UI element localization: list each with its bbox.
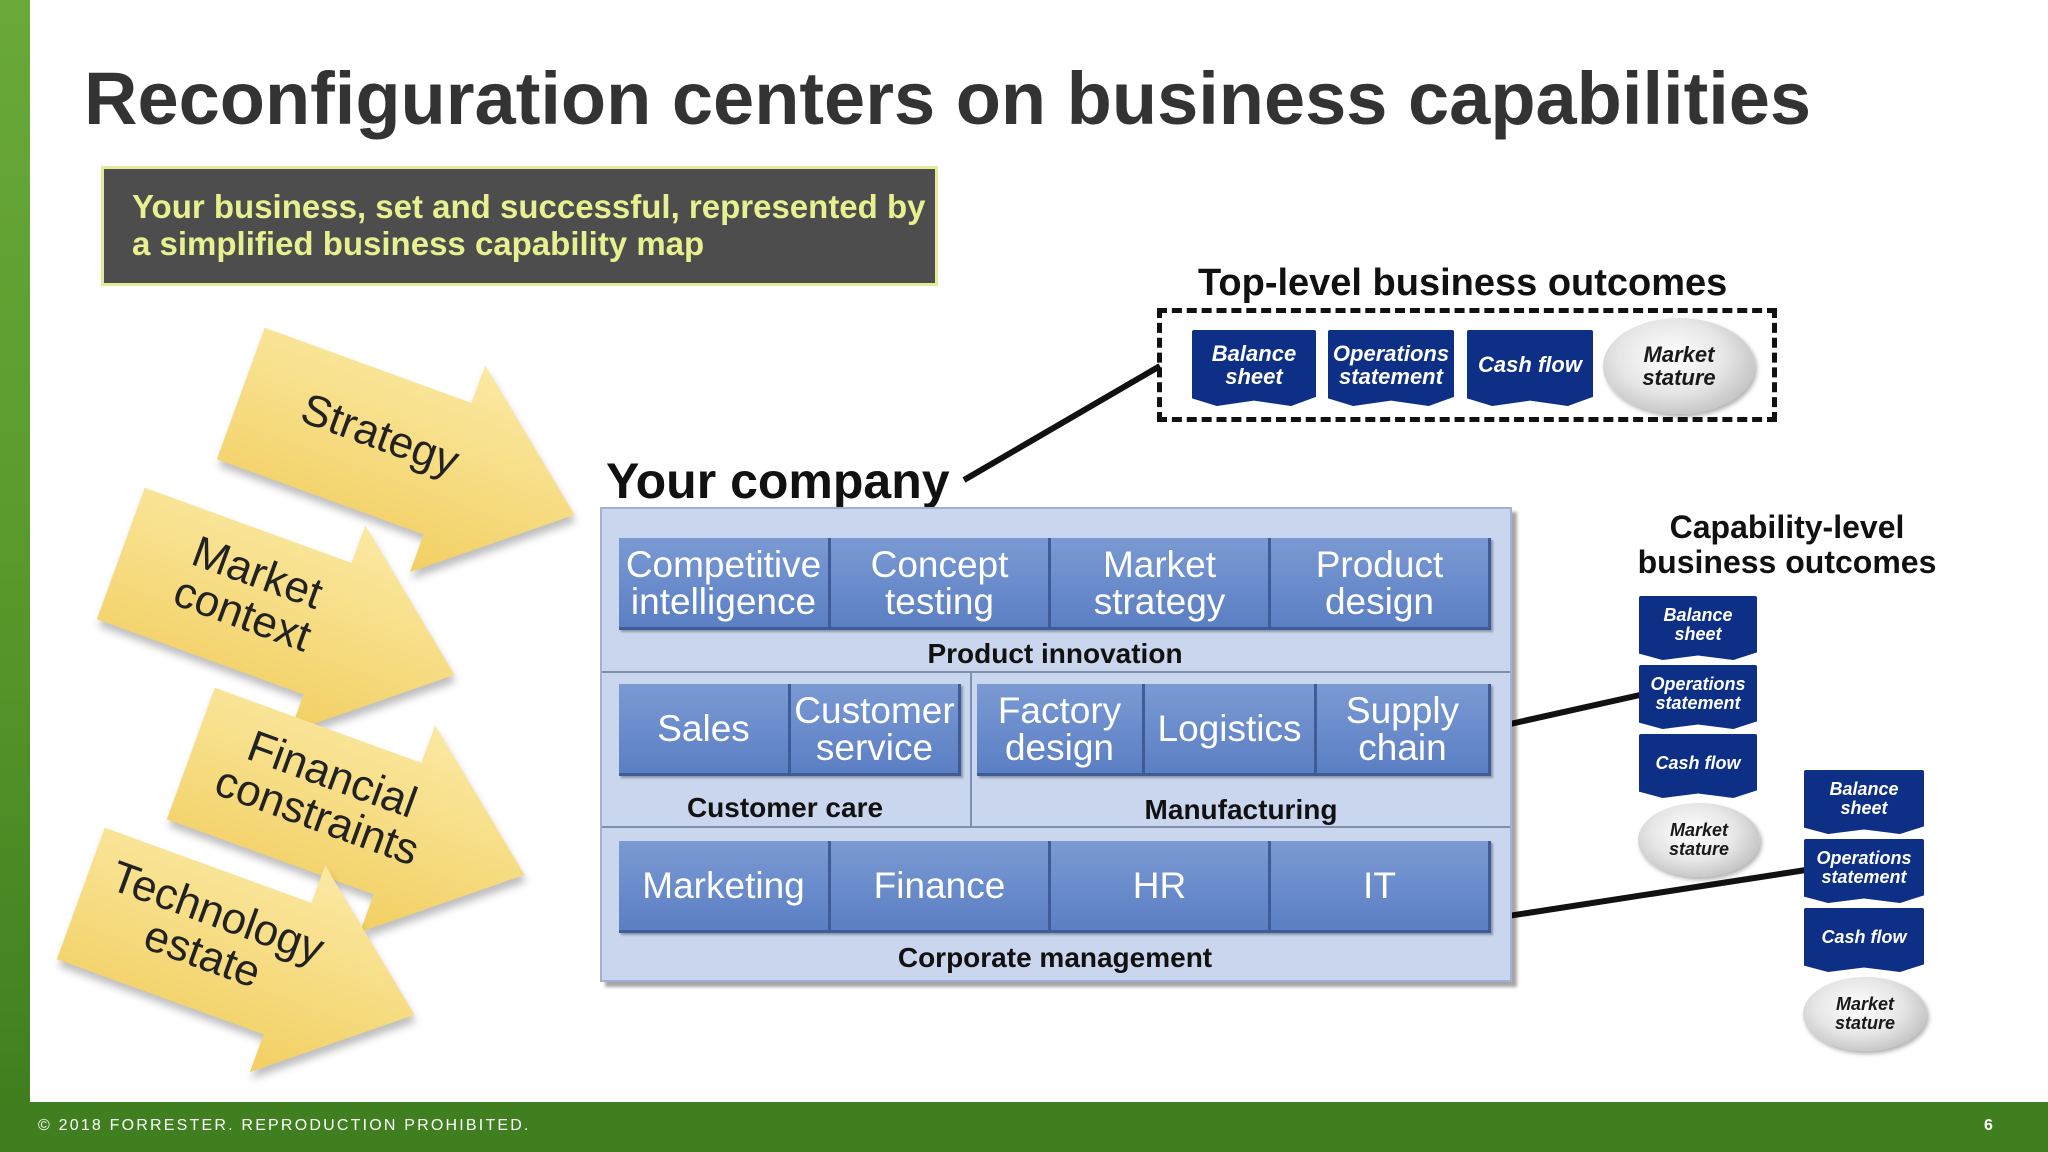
arrow-technology-estate: Technology estate: [43, 790, 457, 1120]
doc-line1: Balance: [1211, 340, 1297, 366]
title-line1: Capability-level: [1669, 509, 1905, 545]
cap-line1: Market: [1102, 543, 1217, 585]
cap-hr: HR: [1051, 841, 1271, 933]
top-outcomes-title: Top-level business outcomes: [1198, 262, 1728, 304]
cap-finance: Finance: [831, 841, 1051, 933]
row-divider: [602, 671, 1510, 673]
group-label-manufacturing: Manufacturing: [1144, 794, 1338, 825]
arrow-shape: [166, 687, 525, 933]
cloud-line1: Market: [1643, 341, 1715, 367]
cap-line1: HR: [1132, 865, 1187, 906]
company-title: Your company: [606, 453, 950, 509]
connector-supply-chain-to-outcomes: [1491, 692, 1641, 731]
doc-line2: statement: [1339, 364, 1443, 389]
cap-sales: Sales: [619, 684, 791, 776]
page-number: 6: [1984, 1117, 1993, 1134]
doc-line2: statement: [1821, 867, 1907, 887]
callout-box: [101, 166, 938, 286]
slide-title: Reconfiguration centers on business capa…: [84, 57, 1812, 140]
arrow-financial-constraints: Financial constraints: [153, 650, 567, 980]
cap-marketing: Marketing: [619, 841, 831, 933]
row-divider: [602, 826, 1510, 828]
footer-copyright: © 2018 FORRESTER. REPRODUCTION PROHIBITE…: [38, 1117, 531, 1134]
group-divider: [970, 673, 972, 826]
cap-line1: Finance: [873, 865, 1006, 906]
left-accent-strip: [0, 0, 30, 1102]
cap-line1: Marketing: [642, 865, 805, 906]
doc-line2: statement: [1655, 693, 1741, 713]
arrow-shape: [56, 827, 415, 1073]
group-label-product-innovation: Product innovation: [927, 638, 1183, 669]
cap-line2: service: [815, 726, 934, 768]
doc-line1: Cash flow: [1655, 752, 1741, 773]
cap-line2: design: [1004, 726, 1114, 768]
cap-line1: Competitive: [625, 543, 822, 585]
cap-outcome-2-cash-flow: Cash flow: [1804, 908, 1924, 972]
footer-bar: [0, 1102, 2048, 1152]
cap-line1: Product: [1315, 543, 1444, 585]
top-outcomes-frame: [1157, 308, 1777, 422]
cap-line2: intelligence: [630, 580, 817, 622]
doc-line1: Balance: [1829, 779, 1899, 800]
doc-line1: Operations: [1332, 340, 1450, 366]
doc-line1: Operations: [1650, 674, 1746, 695]
doc-line2: sheet: [1674, 624, 1722, 644]
cap-line2: design: [1324, 580, 1434, 622]
arrow-strategy: Strategy: [203, 290, 617, 620]
cap-line1: Factory: [997, 689, 1122, 731]
cap-logistics: Logistics: [1145, 684, 1317, 776]
cap-line2: testing: [884, 580, 994, 622]
group-label-customer-care: Customer care: [686, 792, 884, 823]
cloud-line1: Market: [1669, 820, 1729, 841]
connector-company-to-top-outcomes: [962, 363, 1162, 483]
cap-outcome-1-cash-flow: Cash flow: [1639, 734, 1757, 798]
callout-text: Your business, set and successful, repre…: [132, 188, 926, 262]
cap-line1: Customer: [794, 689, 955, 731]
cap-line2: strategy: [1093, 580, 1226, 622]
cloud-line2: stature: [1834, 1013, 1896, 1033]
cloud-line2: stature: [1668, 839, 1730, 859]
title-line2: business outcomes: [1637, 544, 1937, 580]
arrow-market-context: Market context: [83, 450, 497, 780]
top-outcome-cash-flow: Cash flow: [1467, 330, 1593, 406]
doc-line1: Operations: [1816, 848, 1912, 869]
doc-line1: Cash flow: [1478, 352, 1582, 378]
cap-line1: IT: [1363, 865, 1396, 906]
cloud-line2: stature: [1642, 365, 1716, 390]
cloud-line1: Market: [1835, 994, 1895, 1015]
group-label-corporate-management: Corporate management: [897, 942, 1213, 973]
cap-line1: Concept: [870, 543, 1009, 585]
arrow-shape: [216, 327, 575, 573]
doc-line1: Cash flow: [1821, 926, 1907, 947]
cap-line1: Logistics: [1157, 708, 1302, 749]
cap-line1: Supply: [1345, 689, 1460, 731]
cap-it: IT: [1271, 841, 1491, 933]
arrow-shape: [96, 487, 455, 733]
doc-line2: sheet: [1840, 798, 1888, 818]
capability-outcomes-title: Capability-level business outcomes: [1624, 510, 1950, 580]
doc-line2: sheet: [1225, 364, 1283, 389]
cap-line1: Sales: [657, 708, 750, 749]
cap-line2: chain: [1358, 726, 1447, 768]
doc-line1: Balance: [1663, 605, 1733, 626]
